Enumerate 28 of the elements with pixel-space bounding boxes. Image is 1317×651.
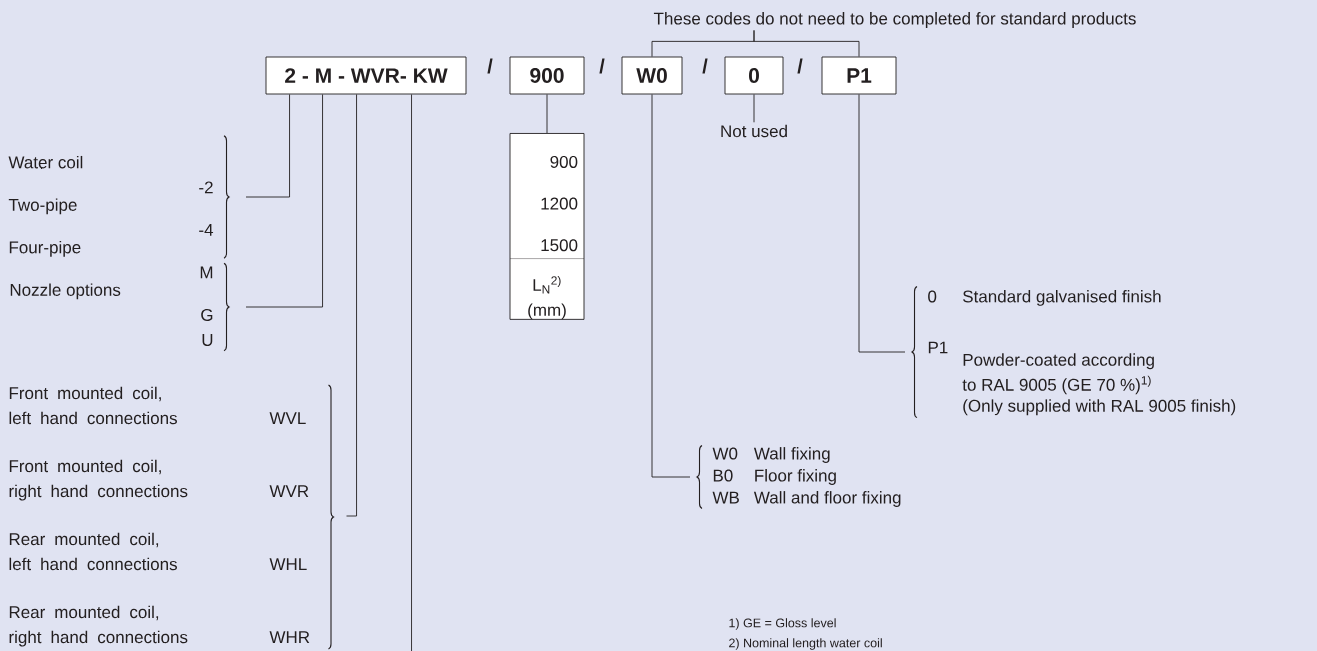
note-text: Not used <box>721 124 787 138</box>
code-box: P1 <box>821 56 897 95</box>
connector-line <box>651 94 691 478</box>
connector-line <box>346 94 357 517</box>
separator-slash: / <box>702 58 708 74</box>
option-list: W0 Wall fixing B0 Floor fixing WB Wall and floor fixing <box>712 447 901 507</box>
option-list: 0 Standard galvanised finish P1 Powder-coated according to RAL 9005 (GE 70 %)$^{1)}$ (Only supplied with RAL 9005 finish) <box>928 290 1236 416</box>
connector-line <box>245 94 323 308</box>
option-list: Front mounted coil, left hand connections WVL Front mounted coil, right hand connections WVR Rear mounted coil, left hand connections WHL Rear mounted coil, right hand connections WHR <box>9 386 310 647</box>
heading-note: These codes do not need to be completed for standard products <box>653 12 1136 28</box>
connector-line <box>753 29 860 57</box>
connector-line <box>546 94 548 134</box>
footnote: 2) Nominal length water coil <box>729 638 882 650</box>
length-table: 900 1200 1500 L$_{N}$2) (mm) <box>509 133 585 320</box>
code-box: W0 <box>621 56 683 95</box>
separator-slash: / <box>599 58 605 74</box>
connector-line <box>411 94 412 651</box>
footnote: 1) GE = Gloss level <box>729 618 836 630</box>
separator-slash: / <box>797 58 803 74</box>
option-list: Nozzle options M G U <box>10 266 213 346</box>
connector-line <box>858 94 906 353</box>
connector-line <box>753 94 755 123</box>
separator-slash: / <box>487 58 493 74</box>
option-list: Water coil Two-pipe -2 Four-pipe -4 <box>8 155 214 257</box>
code-box: 2 - M - WVR- KW <box>265 56 467 95</box>
code-box: 0 <box>724 56 784 95</box>
code-box: 900 <box>509 56 585 95</box>
connector-line <box>245 94 290 198</box>
